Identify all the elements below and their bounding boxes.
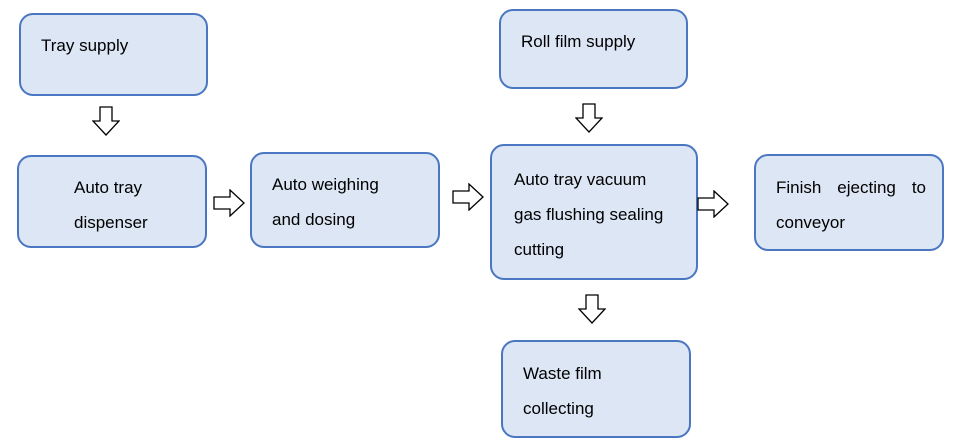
tray-supply-box: Tray supply [19,13,208,96]
sealing-line-3: cutting [514,240,565,259]
auto-weighing-label: Auto weighing and dosing [272,167,379,237]
waste-film-line-2: collecting [523,399,594,418]
roll-film-supply-label: Roll film supply [521,24,635,59]
tray-supply-line-1: Tray supply [41,36,129,55]
auto-weighing-line-1: Auto weighing [272,175,379,194]
right-arrow-icon [213,189,245,217]
roll-film-supply-box: Roll film supply [499,9,688,89]
auto-tray-dispenser-line-1: Auto tray [74,178,143,197]
sealing-box: Auto tray vacuum gas flushing sealing cu… [490,144,698,280]
sealing-label: Auto tray vacuum gas flushing sealing cu… [514,162,663,267]
waste-film-box: Waste film collecting [501,340,691,438]
auto-weighing-box: Auto weighing and dosing [250,152,440,248]
down-arrow-icon [575,103,603,133]
sealing-line-1: Auto tray vacuum [514,170,647,189]
waste-film-label: Waste film collecting [523,356,602,426]
roll-film-supply-line-1: Roll film supply [521,32,636,51]
sealing-line-2: gas flushing sealing [514,205,664,224]
auto-tray-dispenser-line-2: dispenser [74,213,148,232]
finish-line-2: conveyor [776,213,845,232]
down-arrow-icon [578,294,606,324]
waste-film-line-1: Waste film [523,364,602,383]
auto-tray-dispenser-label: Auto tray dispenser [74,170,148,240]
right-arrow-icon [697,190,729,218]
down-arrow-icon [92,106,120,136]
auto-tray-dispenser-box: Auto tray dispenser [17,155,207,248]
right-arrow-icon [452,183,484,211]
tray-supply-label: Tray supply [41,28,128,63]
auto-weighing-line-2: and dosing [272,210,356,229]
